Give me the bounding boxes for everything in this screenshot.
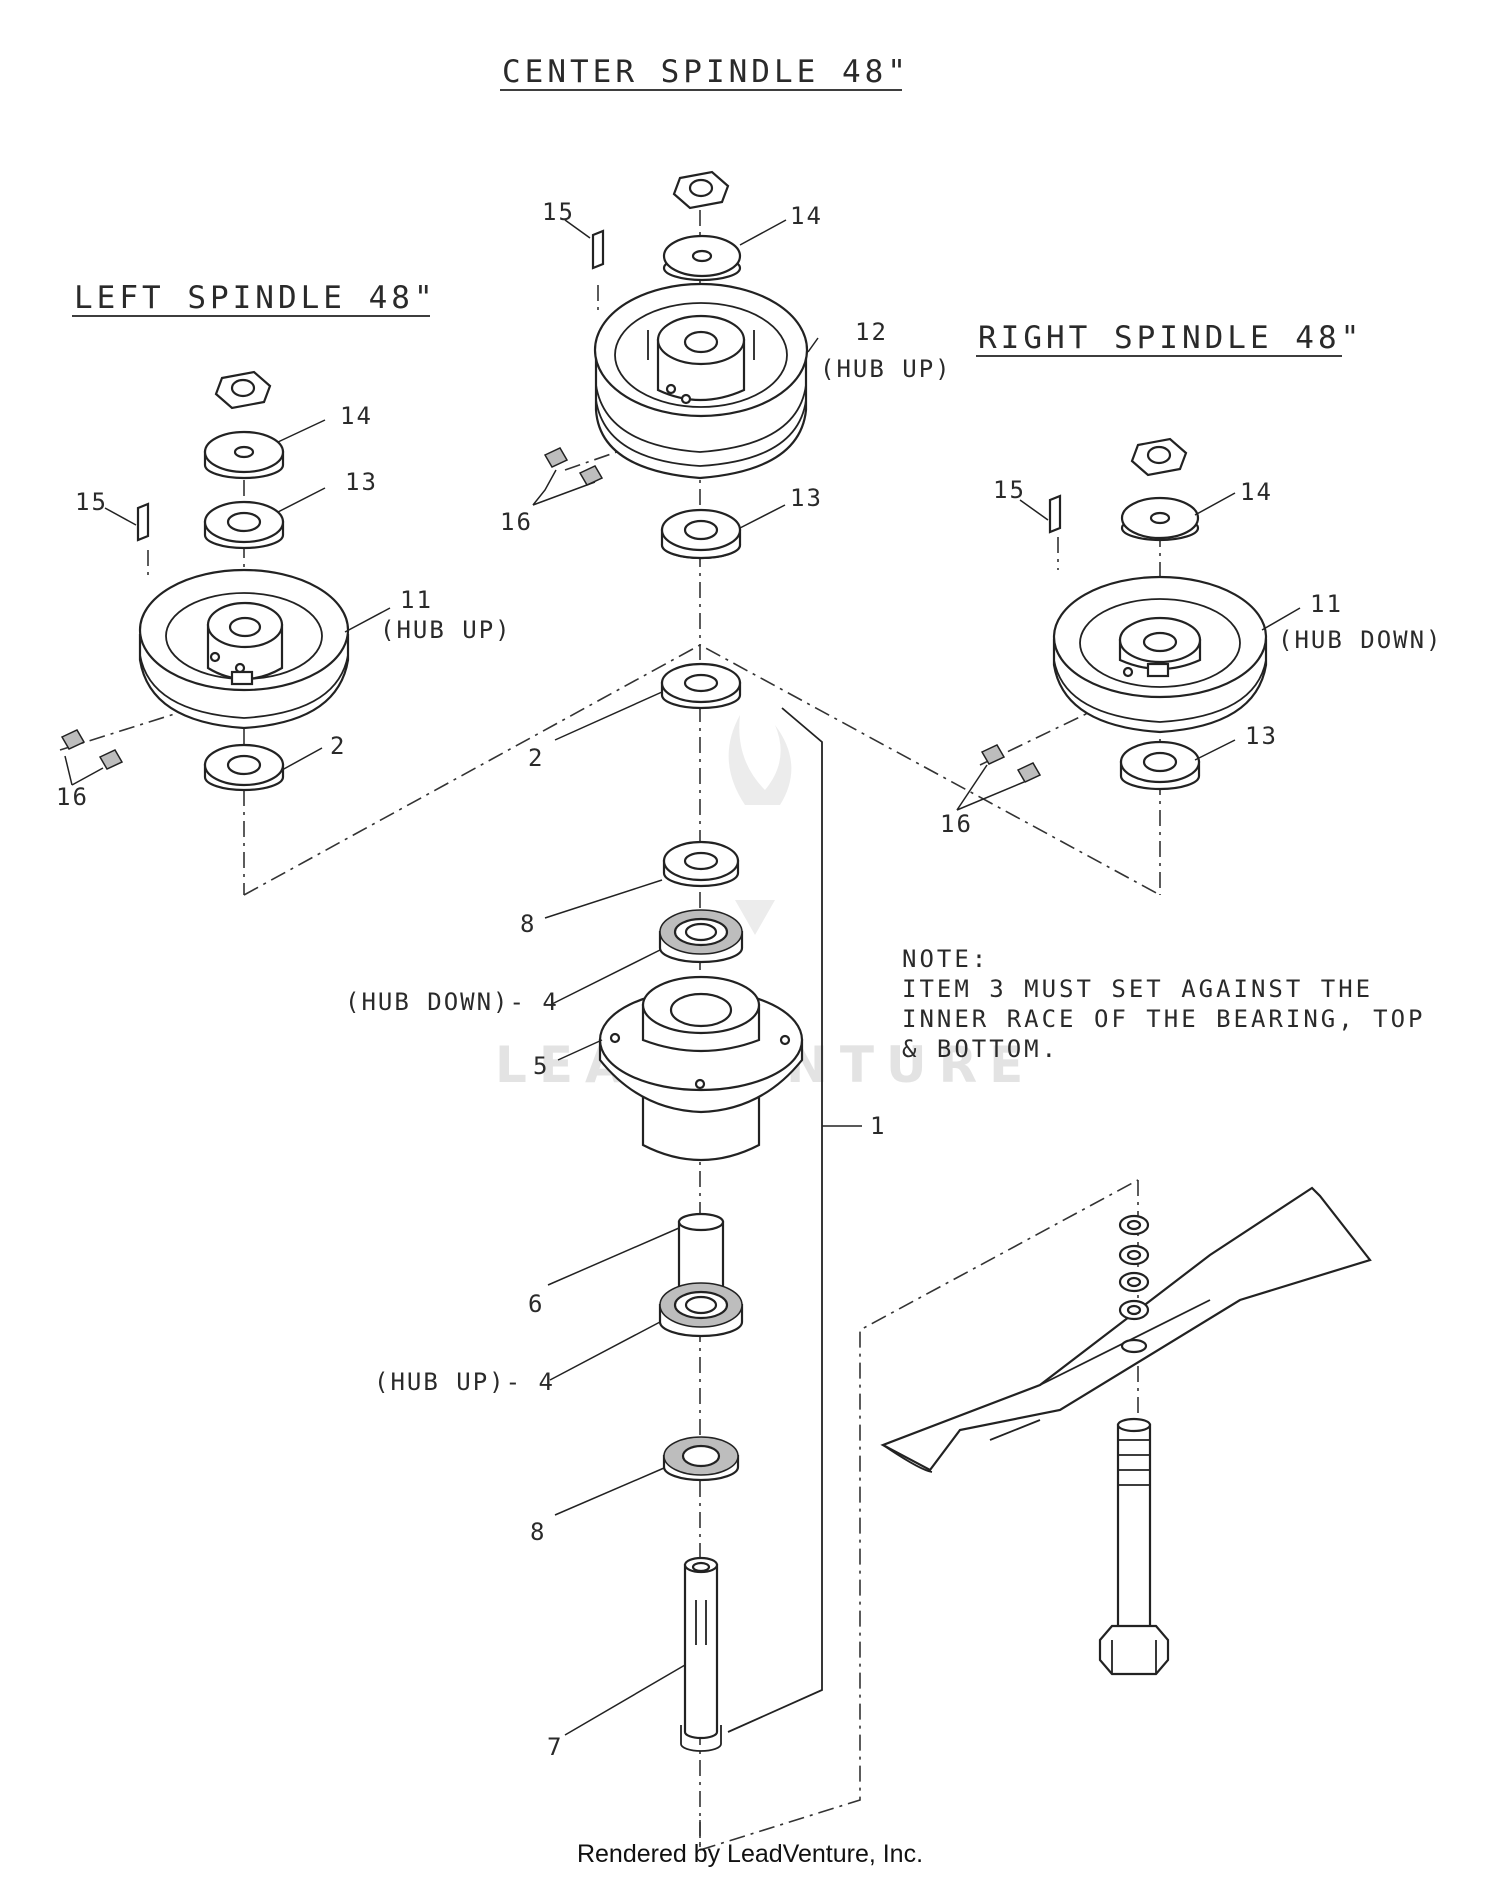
callout-right-14: 14 [1240, 478, 1273, 506]
washer-2 [660, 662, 742, 710]
left-washer-14 [203, 430, 285, 480]
callout-assembly-1: 1 [870, 1112, 886, 1140]
bearing-4-bottom [658, 1282, 744, 1338]
blade-bolt-washers [1118, 1214, 1150, 1354]
leader-lines [64, 219, 1301, 1736]
left-spindle-title: LEFT SPINDLE 48" [74, 280, 437, 316]
right-spindle-title: RIGHT SPINDLE 48" [978, 320, 1363, 356]
callout-right-13: 13 [1245, 722, 1278, 750]
note-line-1: NOTE: [902, 945, 989, 973]
assembly-note: NOTE: ITEM 3 MUST SET AGAINST THE INNER … [902, 945, 1425, 1063]
callout-washer-2: 2 [528, 744, 544, 772]
left-washer-13 [203, 500, 285, 550]
center-hex-nut [672, 170, 730, 210]
center-pulley-12 [593, 282, 809, 480]
callout-shaft-7: 7 [547, 1733, 563, 1761]
left-washer-2 [203, 743, 285, 792]
blade-bolt [1098, 1417, 1170, 1676]
center-spindle-title: CENTER SPINDLE 48" [502, 54, 910, 90]
callout-center-16: 16 [500, 508, 533, 536]
right-pulley-11 [1052, 575, 1268, 734]
item-1-bracket [727, 707, 823, 1733]
callout-left-11: 11 [400, 586, 433, 614]
washer-8-bottom [662, 1436, 740, 1482]
callout-left-2: 2 [330, 732, 346, 760]
right-washer-13 [1119, 740, 1201, 791]
note-line-2: ITEM 3 MUST SET AGAINST THE [902, 975, 1373, 1003]
callout-bearing-hub-down: (HUB DOWN)- 4 [345, 988, 559, 1016]
callout-left-11-note: (HUB UP) [380, 616, 512, 644]
callout-left-15: 15 [75, 488, 108, 516]
shaft-7 [680, 1556, 722, 1752]
right-set-screws-16 [980, 744, 1042, 783]
callout-housing-5: 5 [533, 1052, 549, 1080]
callout-right-11: 11 [1310, 590, 1343, 618]
callout-bearing-hub-up: (HUB UP)- 4 [374, 1368, 555, 1396]
housing-5 [598, 975, 804, 1162]
left-key-15 [136, 502, 150, 542]
right-washer-14 [1120, 496, 1200, 542]
left-hex-nut [214, 370, 272, 410]
note-line-4: & BOTTOM. [902, 1035, 1059, 1063]
center-washer-13 [660, 508, 742, 560]
callout-center-15: 15 [542, 198, 575, 226]
callout-spacer-6: 6 [528, 1290, 544, 1318]
right-key-15 [1048, 494, 1062, 534]
callout-right-15: 15 [993, 476, 1026, 504]
callout-center-14: 14 [790, 202, 823, 230]
note-line-3: INNER RACE OF THE BEARING, TOP [902, 1005, 1425, 1033]
center-key-15 [591, 229, 605, 270]
left-pulley-11 [138, 568, 350, 730]
callout-left-14: 14 [340, 402, 373, 430]
callout-center-12-note: (HUB UP) [820, 355, 952, 383]
center-set-screws-16 [543, 447, 604, 486]
callout-center-12: 12 [855, 318, 888, 346]
callout-right-11-note: (HUB DOWN) [1278, 626, 1443, 654]
callout-washer-8-top: 8 [520, 910, 536, 938]
callout-center-13: 13 [790, 484, 823, 512]
blade-assembly [880, 1186, 1372, 1676]
callout-washer-8-bottom: 8 [530, 1518, 546, 1546]
callout-left-13: 13 [345, 468, 378, 496]
washer-8-top [662, 840, 740, 888]
left-set-screws-16 [60, 729, 124, 770]
center-washer-14 [662, 234, 742, 282]
callout-right-16: 16 [940, 810, 973, 838]
right-hex-nut [1130, 437, 1188, 477]
callout-left-16: 16 [56, 783, 89, 811]
footer-credit: Rendered by LeadVenture, Inc. [577, 1840, 923, 1868]
bearing-4-top [658, 909, 744, 964]
